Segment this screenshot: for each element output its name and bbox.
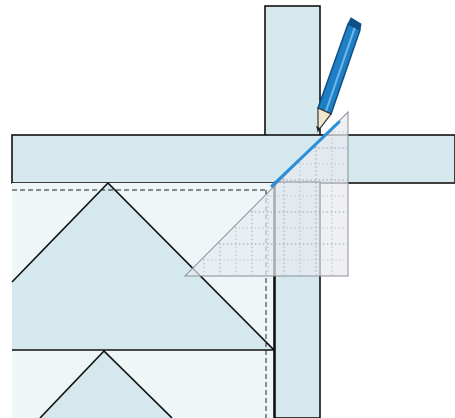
pencil-end (347, 17, 362, 31)
large-triangle-outline (11, 181, 275, 351)
pencil-lead (316, 126, 320, 132)
lower-triangle-patch (40, 351, 172, 418)
pencil-body (317, 22, 361, 116)
pencil-icon (316, 17, 362, 133)
pencil-stripe (325, 26, 356, 112)
ruler-grid (202, 130, 347, 275)
pencil-wood-tip (317, 107, 332, 133)
large-triangle-patch (12, 183, 274, 350)
lower-triangle-outline (39, 349, 173, 418)
vertical-sashing-top (264, 5, 321, 137)
marked-diagonal-line (270, 120, 341, 188)
horizontal-sashing (11, 134, 455, 184)
